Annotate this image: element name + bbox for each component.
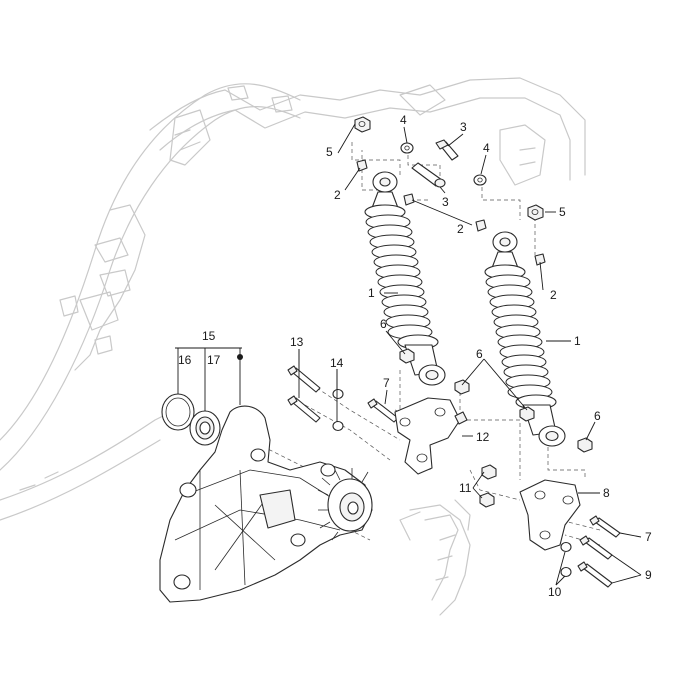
swing-arm-15 <box>159 405 373 603</box>
callout-11: 11 <box>459 481 472 495</box>
callout-12: 12 <box>476 430 490 444</box>
callout-15: 15 <box>202 329 216 343</box>
callout-3-bottom: 3 <box>442 195 449 209</box>
shock-absorber-left <box>364 171 446 386</box>
callout-4-left: 4 <box>400 113 407 127</box>
bracket-8 <box>479 464 621 588</box>
callout-5-left: 5 <box>326 145 333 159</box>
callout-1-left: 1 <box>368 286 375 300</box>
callout-2-right: 2 <box>550 288 557 302</box>
shock-absorber-right <box>484 231 566 447</box>
callout-7-upper: 7 <box>383 376 390 390</box>
callout-10: 10 <box>548 585 562 599</box>
hardware-middle <box>287 348 593 453</box>
snap-ring-16 <box>161 393 195 431</box>
callout-4-right: 4 <box>483 141 490 155</box>
callout-5-right: 5 <box>559 205 566 219</box>
callout-2-left: 2 <box>334 188 341 202</box>
callout-17: 17 <box>207 353 221 367</box>
callout-16: 16 <box>178 353 192 367</box>
callout-1-right: 1 <box>574 334 581 348</box>
callout-2-middle: 2 <box>457 222 464 236</box>
hardware-top <box>354 116 546 266</box>
callout-8: 8 <box>603 486 610 500</box>
spring-coils-left <box>365 214 433 340</box>
leader-lines <box>175 123 642 586</box>
callout-6-left: 6 <box>380 317 387 331</box>
callout-13: 13 <box>290 335 304 349</box>
callout-6-middle: 6 <box>476 347 483 361</box>
callout-14: 14 <box>330 356 344 370</box>
spring-coils-right <box>485 274 553 400</box>
callout-9: 9 <box>645 568 652 582</box>
bracket-12 <box>394 397 468 475</box>
bearing-17 <box>189 410 221 446</box>
callout-3-top: 3 <box>460 120 467 134</box>
ghost-frame <box>0 77 586 616</box>
callout-7-lower: 7 <box>645 530 652 544</box>
callout-labels: 5 2 4 3 3 4 2 5 2 1 1 6 6 6 7 7 8 9 10 1… <box>178 113 652 599</box>
assembly-dot-marker <box>237 354 243 360</box>
callout-6-right: 6 <box>594 409 601 423</box>
